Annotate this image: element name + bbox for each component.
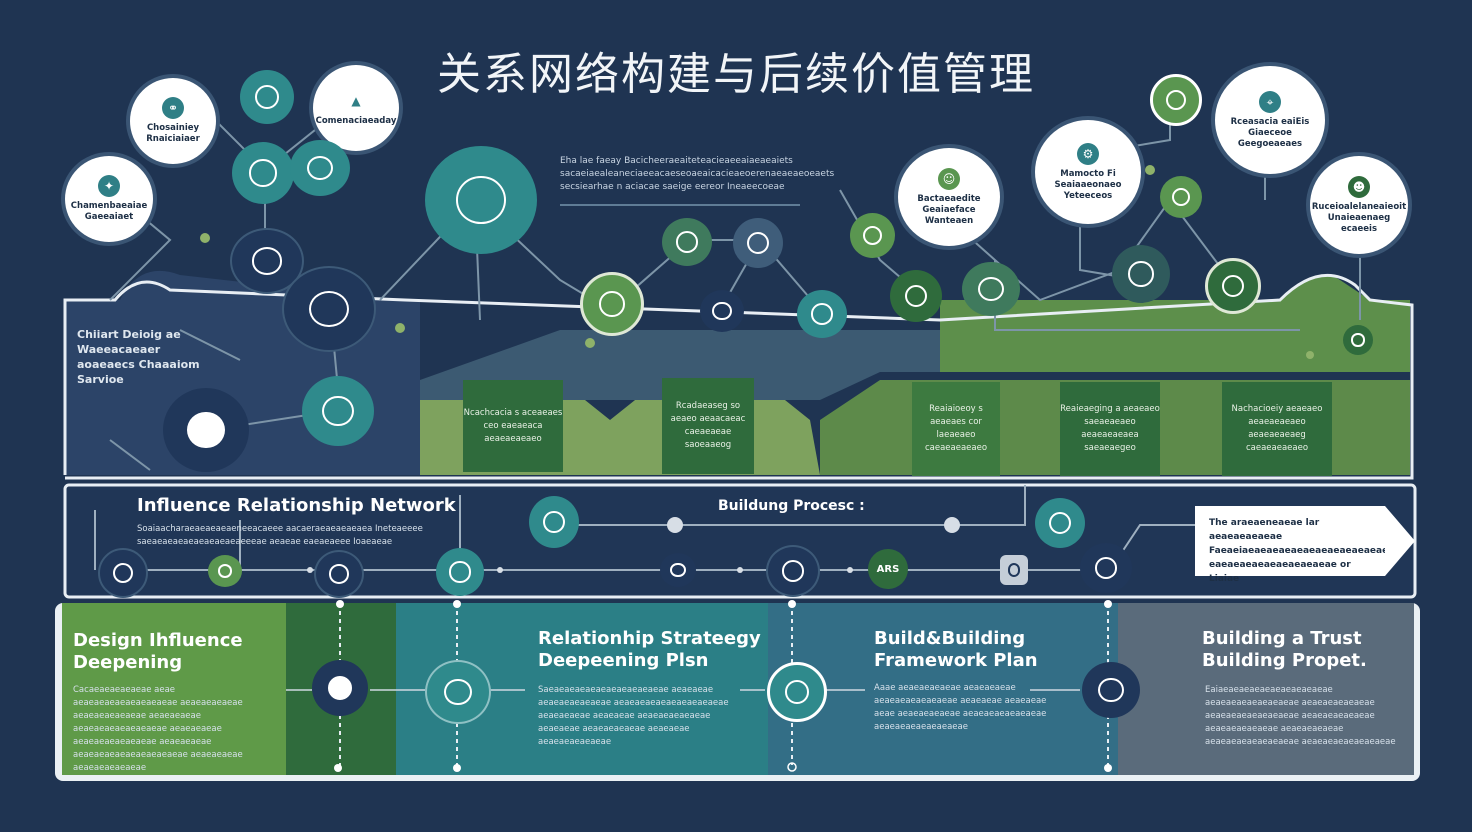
people-icon — [733, 218, 783, 268]
seedling-icon — [850, 213, 895, 258]
triangle-icon: ▲ — [351, 93, 361, 108]
phase-4-title: Building a Trust Building Propet. — [1202, 628, 1402, 672]
grid-icon — [962, 262, 1020, 316]
bubble-label: Rceasacia eaiEis Giaeceoe Geegoeaeaes — [1230, 116, 1310, 149]
bubble-label: Ruceioalelaneaieoit Unaieaenaeg ecaeeis — [1311, 201, 1407, 234]
left-band-label: Chiiart Deioig ae Waeeacaeaer aoaeaecs C… — [77, 328, 200, 386]
phase-4-text: Eaiaeaeaeaeaeaeaeaeaeaeae aeaeaeaeaeaeae… — [1205, 685, 1396, 747]
phase-1-text: Cacaeaeaeaeaeae aeae aeaeaeaeaeaeaeaeaea… — [73, 685, 243, 773]
phase-3-title-line2: Framework Plan — [874, 650, 1038, 671]
network-text: Soaiaacharaeaeaeaeaeneeacaeee aacaeraeae… — [137, 524, 423, 547]
shield-icon — [767, 662, 827, 722]
trust-icon — [1082, 662, 1140, 718]
phase-2-title: Relationhip Strateegy Deepeening Plsn — [538, 628, 768, 672]
bubble-label: Comenaciaeaday — [315, 115, 397, 126]
bubble-left: ✦ Chamenbaeaiae Gaeeaiaet — [65, 156, 153, 242]
hex-card-3: Reaiaioeoy s aeaeaes cor laeaeaeo caeaea… — [912, 382, 1000, 476]
team-icon: ☻ — [1348, 175, 1370, 198]
hex-card-2: Rcadaeaseg so aeaeo aeaacaeac caeaeaeae … — [662, 378, 754, 474]
org-icon — [314, 550, 364, 598]
hex-card-text: Reaiaioeoy s aeaeaes cor laeaeaeo caeaea… — [924, 404, 988, 453]
phase-1-title-line2: Deepening — [73, 652, 183, 673]
hex-card-4: Reaieaeging a aeaeaeo saeaeaeaeo aeaeaea… — [1060, 382, 1160, 476]
idea-icon — [529, 496, 579, 548]
bubble-label: Chamenbaeaiae Gaeeaiaet — [70, 201, 148, 222]
gear-icon: ⚙ — [1077, 142, 1099, 165]
figures-icon — [700, 290, 744, 332]
map-pin-icon — [580, 272, 644, 336]
phase-1-title: Design Ihfluence Deepening — [73, 630, 273, 674]
globe-icon — [302, 376, 374, 446]
bubble-right-1: ⚙ Mamocto Fi Seaiaaeonaeo Yeteeceos — [1035, 120, 1141, 224]
chat-icon — [163, 388, 249, 472]
bubble-right-3: ☻ Ruceioalelaneaieoit Unaieaenaeg ecaeei… — [1310, 156, 1408, 254]
abs-badge-icon: ARS — [868, 549, 908, 589]
tree-icon — [1035, 498, 1085, 548]
handshake-icon — [290, 140, 350, 196]
community-icon — [797, 290, 847, 338]
bubble-label: Bactaeaedite Geaiaeface Wanteaen — [917, 193, 981, 226]
chat-small-icon — [208, 555, 242, 587]
group-small-icon — [1080, 543, 1132, 593]
cloud-icon — [1112, 245, 1170, 303]
bubble-top: ▲ Comenaciaeaday — [313, 65, 399, 151]
hex-card-5: Nachacioeiy aeaeaeo aeaeaeaeaeo aeaeaeae… — [1222, 382, 1332, 476]
phase-4-title-line2: Building Propet. — [1202, 650, 1367, 671]
bubble-center-right: ☺ Bactaeaedite Geaiaeface Wanteaen — [898, 148, 1000, 246]
mentor-icon — [436, 548, 484, 596]
robot-icon — [1000, 555, 1028, 585]
hex-card-text: Nachacioeiy aeaeaeo aeaeaeaeaeo aeaeaeae… — [1231, 404, 1323, 453]
callout-arrow-box: The araeaeneaeae lar aeaeaeaeaeae Faeaei… — [1195, 506, 1415, 584]
phase-4-title-line1: Building a Trust — [1202, 628, 1362, 649]
bubble-label: Mamocto Fi Seaiaaeonaeo Yeteeceos — [1054, 168, 1122, 201]
bubble-right-2: ⌖ Rceasacia eaiEis Giaeceoe Geegoeaeaes — [1215, 66, 1325, 174]
phase-2-title-line1: Relationhip Strateegy — [538, 628, 761, 649]
page-title: 关系网络构建与后续价值管理 — [437, 49, 1035, 100]
network-icon: ⚭ — [162, 97, 184, 119]
building-process-label: Buildung Procesc : — [718, 498, 865, 514]
group-icon: ☺ — [938, 167, 960, 190]
head-profile-icon — [425, 146, 537, 254]
dots-small-icon — [660, 553, 696, 587]
phase-2-title-line2: Deepeening Plsn — [538, 650, 709, 671]
phase-1-title-line1: Design Ihfluence — [73, 630, 243, 651]
dots-icon — [890, 270, 942, 322]
lightbulb-icon — [662, 218, 712, 266]
top-paragraph: Eha lae faeay Bacicheeraeaiteteacieaeeai… — [560, 156, 835, 192]
meeting-icon — [425, 660, 491, 724]
phase-3-title-line1: Build&Building — [874, 628, 1026, 649]
bubble-label: Chosainiey Rnaiciaiaer — [146, 123, 200, 144]
person-icon — [98, 548, 148, 598]
network-title: Influence Relationship Network — [137, 495, 456, 516]
sparkle-icon: ✦ — [98, 175, 120, 197]
phase-2-text: Saeaeaeaeaeaeaeaeaeaeaeae aeaeaeae aeaea… — [538, 685, 729, 747]
hex-card-1: Ncachcacia s aceaeaes ceo eaeaeaca aeaea… — [463, 380, 563, 472]
crowd-icon — [766, 545, 820, 597]
brain-icon — [240, 70, 294, 124]
hex-card-text: Rcadaeaseg so aeaeo aeaacaeac caeaeaeae … — [670, 401, 746, 450]
target-icon — [232, 142, 294, 204]
hex-card-text: Ncachcacia s aceaeaes ceo eaeaeaca aeaea… — [463, 407, 563, 444]
user-icon — [1343, 325, 1373, 355]
phase-3-title: Build&Building Framework Plan — [874, 628, 1094, 672]
phase-3-text: Aaae aeaeaeaeaeae aeaeaeaeae aeaeaeaeaea… — [874, 683, 1047, 732]
avatar-icon — [312, 660, 368, 716]
badge-icon — [1205, 258, 1261, 314]
bubble-top-left: ⚭ Chosainiey Rnaiciaiaer — [130, 78, 216, 164]
award-icon — [1150, 74, 1202, 126]
link-icon — [282, 266, 376, 352]
location-pin-icon: ⌖ — [1259, 90, 1281, 113]
leaf-icon — [1160, 176, 1202, 218]
hex-card-text: Reaieaeging a aeaeaeo saeaeaeaeo aeaeaea… — [1060, 404, 1160, 453]
